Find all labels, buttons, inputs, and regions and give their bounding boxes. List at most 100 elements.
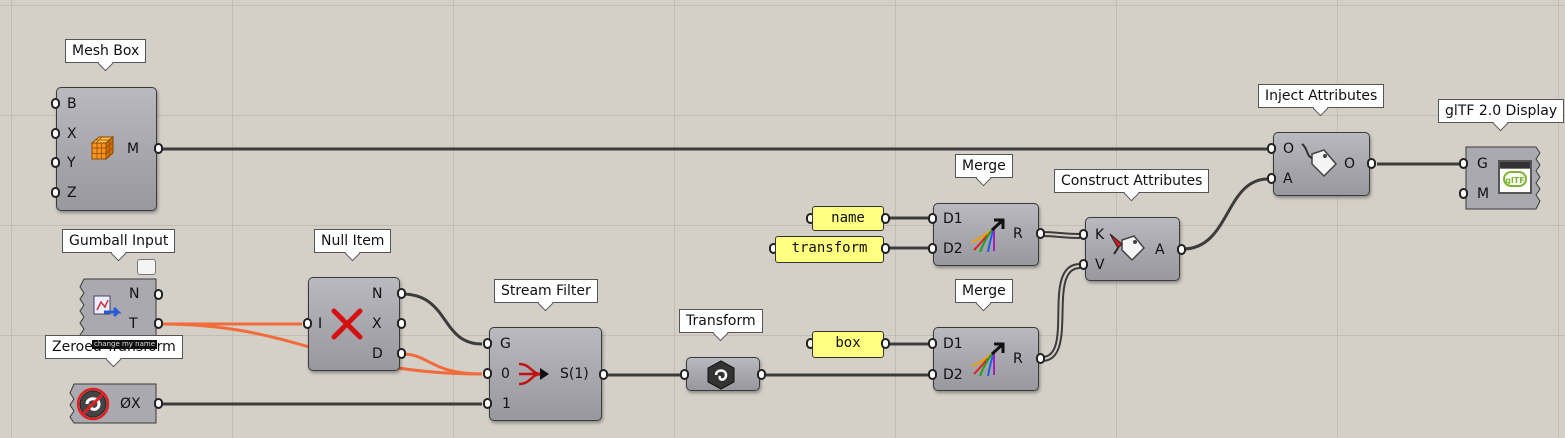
stream-filter-label-g: G <box>500 336 511 352</box>
stream-filter-component[interactable] <box>489 327 602 421</box>
stream-filter-icon <box>518 362 549 386</box>
mesh-box-input-b[interactable] <box>51 98 60 109</box>
null-item-input-i[interactable] <box>303 318 312 329</box>
gltf-label-m: M <box>1477 186 1490 202</box>
merge-bottom-output-r[interactable] <box>1036 353 1045 364</box>
merge-bottom-input-d1[interactable] <box>928 338 937 349</box>
merge-top-label-d2: D2 <box>943 241 963 257</box>
gumball-label-t: T <box>129 316 138 332</box>
panel-box[interactable]: box <box>812 331 884 358</box>
null-item-label-x: X <box>372 316 382 332</box>
gumball-output-n[interactable] <box>154 289 163 300</box>
merge-top-icon <box>971 218 1005 252</box>
gumball-name-tooltip-overlay: change my name <box>92 340 158 349</box>
null-item-label-n: N <box>372 286 383 302</box>
construct-label-a: A <box>1155 242 1165 258</box>
stream-filter-input-0[interactable] <box>483 368 492 379</box>
merge-bottom-label-r: R <box>1013 351 1023 367</box>
wire-merge-to-construct-v[interactable] <box>1041 263 1081 358</box>
zeroed-label-output: ØX <box>120 396 141 412</box>
panel-transform-output[interactable] <box>881 243 890 254</box>
mesh-box-label-m: M <box>127 141 140 157</box>
wire-construct-to-inject[interactable] <box>1182 177 1269 251</box>
construct-input-k[interactable] <box>1079 229 1088 240</box>
merge-top-label-r: R <box>1013 226 1023 242</box>
mesh-box-label-b: B <box>67 96 77 112</box>
merge-bottom-icon <box>971 342 1005 376</box>
gltf-input-g[interactable] <box>1459 158 1468 169</box>
construct-tag-icon <box>1109 233 1146 262</box>
gltf-label-g: G <box>1477 156 1488 172</box>
null-item-output-d[interactable] <box>397 348 406 359</box>
merge-top-input-d1[interactable] <box>928 213 937 224</box>
tag-stream-filter: Stream Filter <box>494 279 598 303</box>
merge-top-component[interactable] <box>933 203 1039 266</box>
construct-label-v: V <box>1095 257 1105 273</box>
wire-merge-to-construct-k[interactable] <box>1041 231 1081 235</box>
stream-filter-label-0: 0 <box>501 366 510 382</box>
comment-bubble-icon <box>137 259 156 275</box>
transform-icon <box>707 360 735 390</box>
tag-inject-attributes: Inject Attributes <box>1258 84 1385 108</box>
construct-input-v[interactable] <box>1079 259 1088 270</box>
wire-null-d-to-filter[interactable] <box>401 352 483 376</box>
mesh-box-input-x[interactable] <box>51 128 60 139</box>
gltf-logo-text: glTF <box>1503 171 1527 187</box>
inject-output-o[interactable] <box>1367 158 1376 169</box>
null-item-component[interactable] <box>308 277 400 371</box>
merge-top-input-d2[interactable] <box>928 243 937 254</box>
null-item-label-d: D <box>372 346 383 362</box>
merge-bottom-label-d2: D2 <box>943 367 963 383</box>
stream-filter-output[interactable] <box>599 369 608 380</box>
mesh-box-output-m[interactable] <box>154 143 163 154</box>
stream-filter-label-1: 1 <box>502 396 511 412</box>
tag-merge-top: Merge <box>955 154 1013 178</box>
gumball-output-t[interactable] <box>154 318 163 329</box>
inject-label-o-out: O <box>1344 156 1356 172</box>
null-item-label-i: I <box>318 316 323 332</box>
inject-tag-icon <box>1301 143 1338 178</box>
transform-output[interactable] <box>757 369 766 380</box>
wire-null-to-filter-g[interactable] <box>401 292 483 346</box>
tag-merge-bottom: Merge <box>955 279 1013 303</box>
tag-gltf-display: glTF 2.0 Display <box>1438 99 1565 123</box>
tag-construct-attributes: Construct Attributes <box>1054 169 1210 193</box>
panel-transform[interactable]: transform <box>775 236 884 263</box>
mesh-box-icon <box>90 135 115 161</box>
null-item-output-n[interactable] <box>397 288 406 299</box>
merge-top-label-d1: D1 <box>943 211 963 227</box>
stream-filter-input-1[interactable] <box>483 398 492 409</box>
inject-label-a: A <box>1283 171 1293 187</box>
mesh-box-input-y[interactable] <box>51 157 60 168</box>
gltf-logo-icon: glTF <box>1498 160 1532 194</box>
inject-label-o-in: O <box>1283 141 1295 157</box>
merge-bottom-input-d2[interactable] <box>928 369 937 380</box>
mesh-box-label-x: X <box>67 126 77 142</box>
inject-input-o[interactable] <box>1267 143 1276 154</box>
transform-input[interactable] <box>680 369 689 380</box>
null-item-output-x[interactable] <box>397 318 406 329</box>
merge-bottom-label-d1: D1 <box>943 336 963 352</box>
stream-filter-input-g[interactable] <box>483 338 492 349</box>
panel-name-output[interactable] <box>881 213 890 224</box>
merge-top-output-r[interactable] <box>1036 228 1045 239</box>
panel-name[interactable]: name <box>812 206 884 231</box>
tag-gumball-input: Gumball Input <box>62 229 176 253</box>
panel-box-output[interactable] <box>881 338 890 349</box>
zeroed-transform-icon <box>76 387 110 421</box>
gumball-icon <box>93 295 122 318</box>
construct-label-k: K <box>1095 227 1105 243</box>
tag-transform: Transform <box>679 309 763 333</box>
null-item-x-icon <box>331 308 363 340</box>
zeroed-output[interactable] <box>154 398 163 409</box>
construct-output-a[interactable] <box>1177 244 1186 255</box>
wire-merge-to-construct-k-2 <box>1041 235 1081 239</box>
mesh-box-label-y: Y <box>67 155 76 171</box>
wire-merge-to-construct-v-2 <box>1041 267 1081 362</box>
mesh-box-label-z: Z <box>67 185 77 201</box>
mesh-box-input-z[interactable] <box>51 187 60 198</box>
gumball-label-n: N <box>129 286 140 302</box>
inject-input-a[interactable] <box>1267 173 1276 184</box>
gltf-input-m[interactable] <box>1459 188 1468 199</box>
